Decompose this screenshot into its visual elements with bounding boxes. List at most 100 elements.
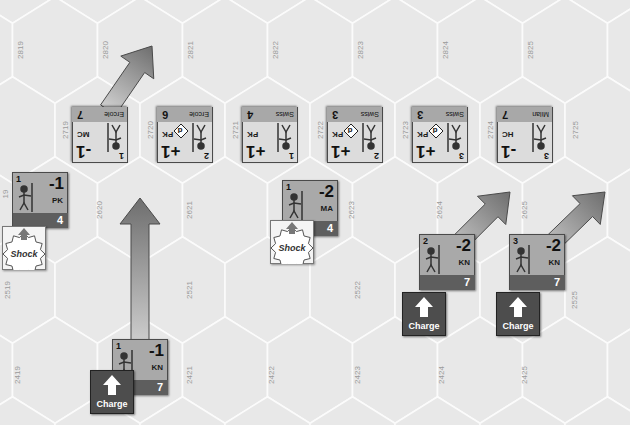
soldier-figure [448, 123, 461, 152]
unit-type: PK [332, 130, 343, 138]
hex-number: 2620 [96, 201, 104, 219]
leader-name: Swiss [276, 111, 294, 118]
combat-value: +1 [161, 143, 180, 160]
unit-type: PK [52, 197, 63, 205]
hex-number: 2719 [62, 121, 70, 139]
hex-number: 2720 [147, 121, 155, 139]
hex-number: 2421 [186, 366, 194, 384]
unit-type: KN [548, 259, 560, 267]
unit-counter: -17MC1Ercole [72, 107, 128, 163]
hex-number: 2723 [402, 121, 410, 139]
combat-value: -2 [456, 237, 471, 254]
charge-marker: Charge [90, 370, 134, 414]
hex-number: 2721 [232, 121, 240, 139]
unit-id: 1 [16, 175, 21, 184]
charge-marker: Charge [496, 292, 540, 336]
hex-number: 2725 [572, 121, 580, 139]
strength-value: 4 [57, 215, 63, 226]
hex-number: 2722 [317, 121, 325, 139]
move-arrow [120, 198, 160, 345]
hex-number: 2821 [187, 41, 195, 59]
hex-number: 2522 [354, 281, 362, 299]
hex-number: 2419 [14, 366, 22, 384]
hex-number: 2819 [17, 41, 25, 59]
strength-value: 3 [417, 109, 423, 120]
strength-band [497, 107, 552, 122]
strength-value: 7 [554, 277, 560, 288]
marker-label: Shock [271, 244, 313, 253]
leader-name: Swiss [361, 111, 379, 118]
strength-band [510, 275, 565, 290]
soldier-figure [533, 123, 546, 152]
strength-value: 3 [332, 109, 338, 120]
hex-number: 2422 [268, 366, 276, 384]
soldier-figure [108, 123, 121, 152]
marker-label: Charge [403, 322, 445, 331]
soldier-figure [363, 123, 376, 152]
marker-label: Shock [3, 250, 45, 259]
hex-number: 2824 [442, 41, 450, 59]
hex-number: 2822 [272, 41, 280, 59]
leader-name: Ercole [189, 111, 209, 118]
hex-number: 2519 [4, 281, 12, 299]
formation-mark: d [343, 123, 357, 137]
unit-id: 1 [116, 342, 121, 351]
shock-marker: Shock [2, 226, 46, 270]
hex [0, 397, 55, 425]
hex [480, 397, 565, 425]
leader-name: Milan [532, 111, 549, 118]
combat-value: +1 [331, 143, 350, 160]
combat-value: -2 [319, 183, 334, 200]
unit-type: PK [417, 130, 428, 138]
unit-counter: +16dPK2Ercole [157, 107, 213, 163]
shock-marker: Shock [270, 220, 314, 264]
charge-marker: Charge [402, 292, 446, 336]
strength-value: 4 [247, 109, 253, 120]
hex [395, 397, 480, 425]
up-arrow-icon [18, 228, 30, 240]
unit-counter: +13dPK2Swiss [327, 107, 383, 163]
unit-counter: +14PK1Swiss [242, 107, 298, 163]
hex-number: 2820 [102, 41, 110, 59]
hex-number: 2621 [186, 201, 194, 219]
unit-id: 2 [423, 237, 428, 246]
combat-value: -2 [546, 237, 561, 254]
soldier-figure [516, 245, 529, 274]
up-arrow-icon [103, 375, 121, 395]
leader-name: Ercole [104, 111, 124, 118]
counter-art [270, 220, 314, 264]
strength-band [242, 107, 297, 122]
combat-value: +1 [416, 143, 435, 160]
strength-value: 4 [327, 223, 333, 234]
marker-label: Charge [497, 322, 539, 331]
counter-art [2, 226, 46, 270]
unit-counter: 3-2KN7 [509, 234, 565, 290]
strength-band [72, 107, 127, 122]
combat-value: +1 [246, 143, 265, 160]
strength-value: 7 [77, 109, 83, 120]
unit-type: KN [458, 259, 470, 267]
soldier-figure [289, 191, 302, 220]
hex-number: 2825 [527, 41, 535, 59]
hex [140, 397, 225, 425]
formation-diamond [344, 124, 358, 138]
unit-type: HC [502, 130, 514, 138]
soldier-figure [278, 123, 291, 152]
up-arrow-icon [286, 222, 298, 234]
strength-value: 7 [157, 382, 163, 393]
soldier-figure [426, 245, 439, 274]
hex-number: 2525 [571, 291, 579, 309]
hex [565, 397, 630, 425]
combat-value: -1 [501, 143, 516, 160]
strength-band [412, 107, 467, 122]
unit-type: PK [162, 130, 173, 138]
unit-type: KN [151, 364, 163, 372]
soldier-figure [193, 123, 206, 152]
unit-id: 2 [204, 151, 209, 160]
strength-band [420, 275, 475, 290]
leader-name: Swiss [446, 111, 464, 118]
up-arrow-icon [415, 297, 433, 317]
unit-id: 3 [544, 151, 549, 160]
unit-counter: 2-2KN7 [419, 234, 475, 290]
